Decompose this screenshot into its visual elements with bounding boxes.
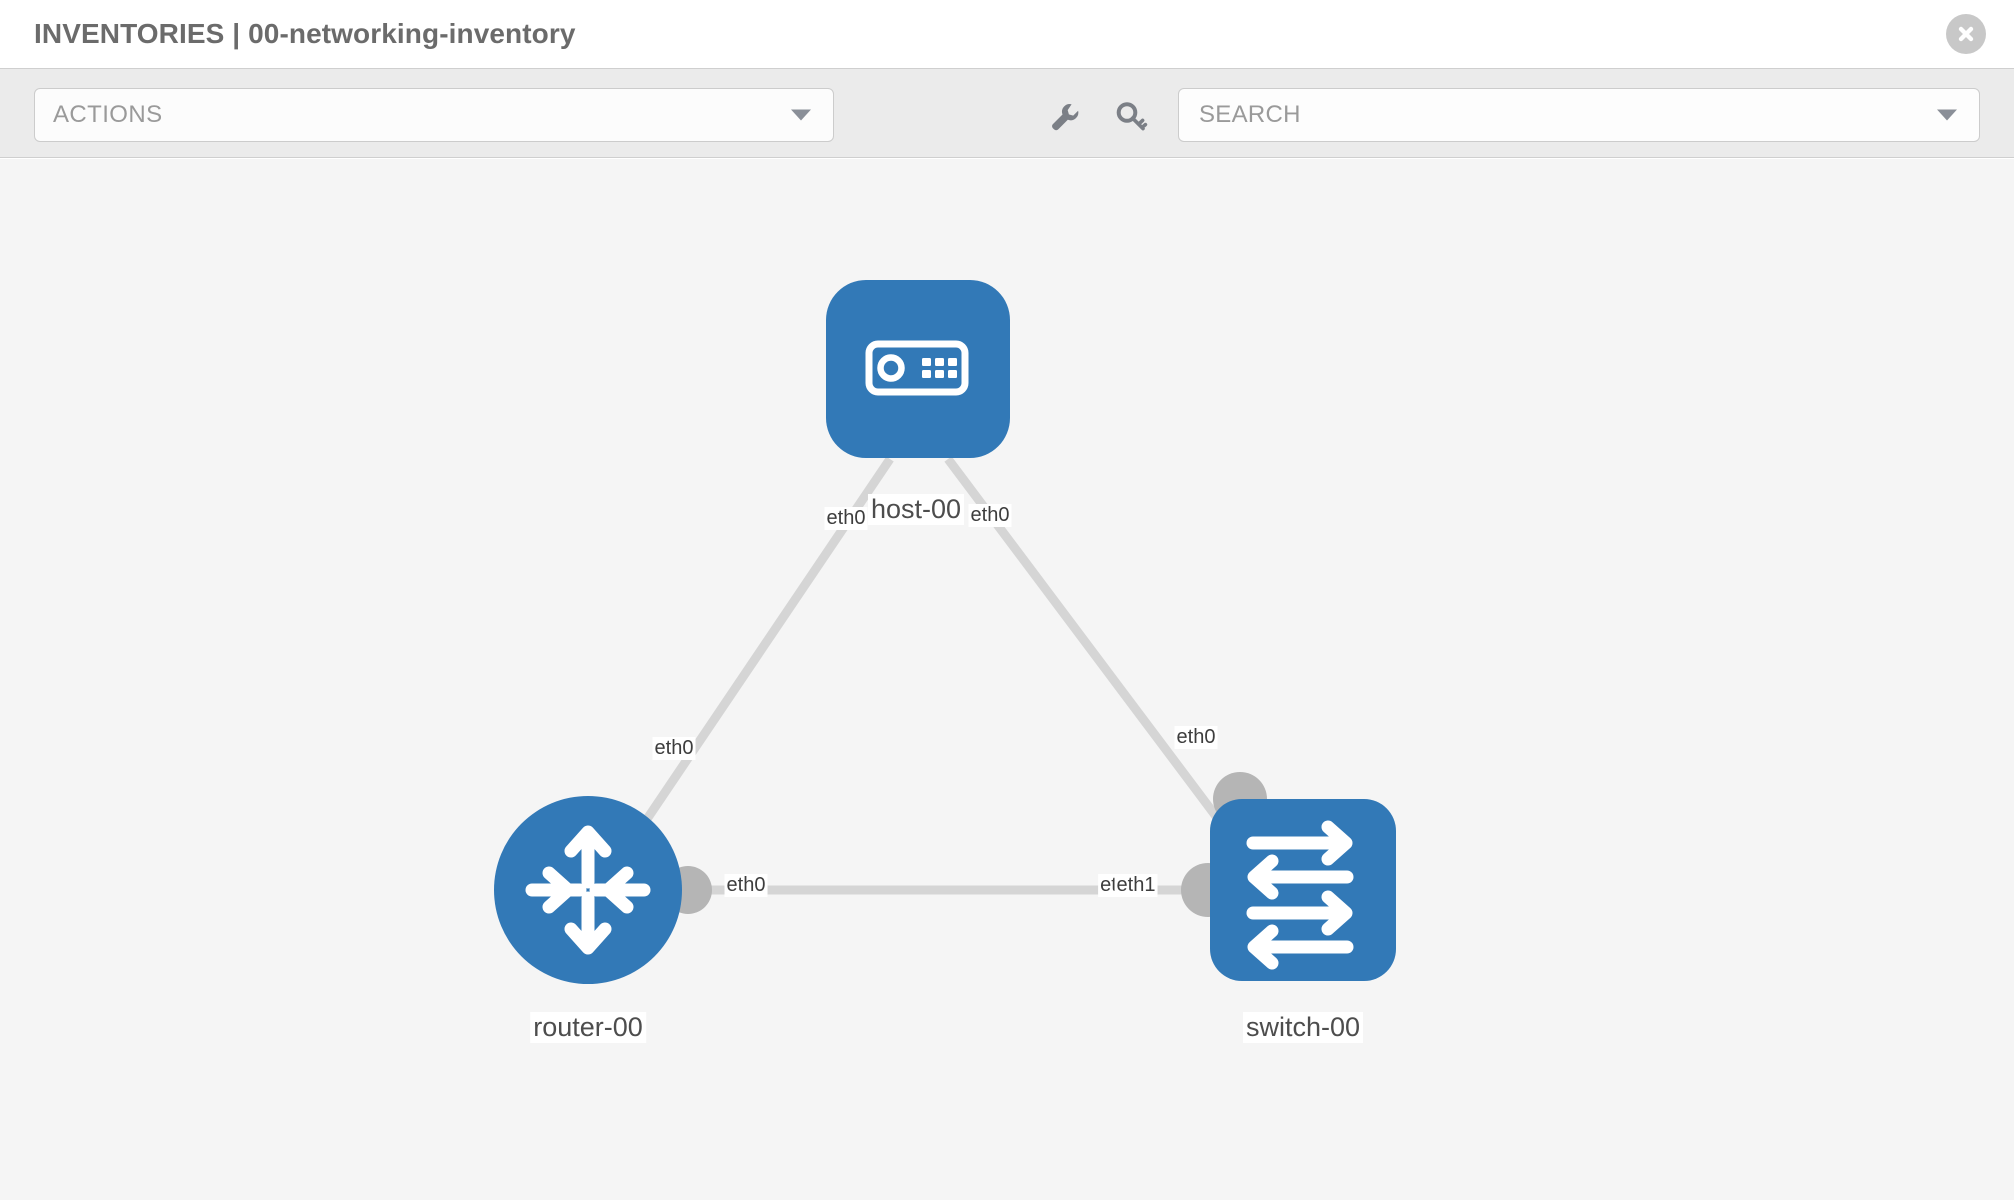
search-box[interactable] — [1178, 88, 1980, 142]
wrench-icon[interactable] — [1047, 99, 1083, 135]
node-label-switch-00: switch-00 — [1242, 1012, 1364, 1044]
toolbar: ACTIONS — [0, 68, 2014, 158]
node-label-router-00: router-00 — [530, 1012, 646, 1044]
node-label-host-00: host-00 — [867, 494, 965, 526]
actions-dropdown[interactable]: ACTIONS — [34, 88, 834, 142]
actions-dropdown-label: ACTIONS — [53, 101, 163, 128]
port-label-router-right: eth0 — [724, 874, 768, 897]
page-title: INVENTORIES | 00-networking-inventory — [34, 18, 576, 49]
port-label-router-up: eth0 — [652, 737, 696, 760]
node-host-00 — [826, 280, 1010, 458]
node-switch-00 — [1210, 799, 1396, 981]
topology-graph — [494, 280, 1396, 984]
search-chevron-down-icon[interactable] — [1937, 109, 1957, 121]
title-bar: INVENTORIES | 00-networking-inventory — [0, 0, 2014, 68]
port-label-switch-up: eth0 — [1174, 726, 1218, 749]
port-label-switch-left: eth1 — [1114, 874, 1158, 897]
search-input[interactable] — [1197, 100, 1877, 130]
port-label-host-left: eth0 — [824, 507, 868, 530]
key-icon[interactable] — [1113, 99, 1149, 135]
close-icon[interactable] — [1946, 14, 1986, 54]
port-label-host-right: eth0 — [968, 504, 1012, 527]
topology-canvas[interactable]: host-00 router-00 switch-00 eth0 eth0 et… — [0, 159, 2014, 1200]
chevron-down-icon — [791, 109, 811, 121]
node-router-00 — [494, 796, 682, 984]
